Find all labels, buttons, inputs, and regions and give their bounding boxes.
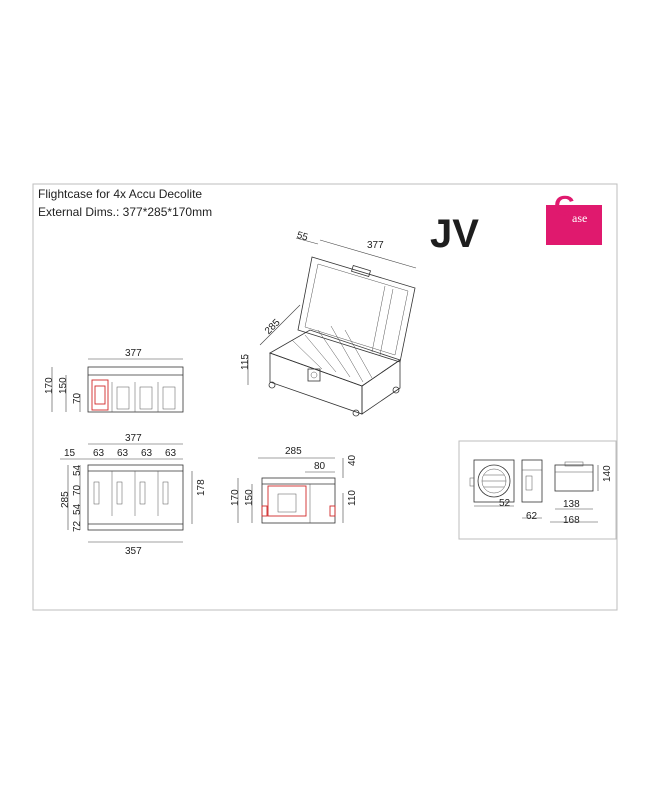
title-line-1: Flightcase for 4x Accu Decolite [38,187,202,201]
title-line-2: External Dims.: 377*285*170mm [38,205,212,219]
detail-dim-62: 62 [526,511,538,522]
top-dim-178: 178 [196,479,207,496]
side-dim-110: 110 [347,490,358,506]
side-dim-150: 150 [244,489,255,506]
detail-dim-140: 140 [602,465,613,482]
front-dim-150: 150 [58,377,69,394]
logo-magenta-block [546,205,602,245]
iso-dim-115: 115 [240,354,251,370]
logo-case-text: ase [572,211,587,225]
top-view: 377 15 63 63 63 63 285 72 54 70 54 178 3… [60,433,207,557]
iso-dim-377: 377 [367,240,384,251]
top-dim-70: 70 [72,484,83,496]
top-dim-63-a: 63 [93,448,105,459]
isometric-view: 55 377 285 115 [240,230,417,417]
top-dim-54-b: 54 [72,464,83,476]
top-dim-63-b: 63 [117,448,129,459]
front-dim-377: 377 [125,348,142,359]
detail-view: 52 62 138 168 140 [458,440,617,540]
detail-dim-138: 138 [563,499,580,510]
front-dim-170: 170 [44,377,55,394]
side-dim-170: 170 [230,489,241,506]
top-dim-63-c: 63 [141,448,153,459]
front-dim-70: 70 [72,392,83,404]
side-view: 285 80 170 150 40 110 [230,446,358,524]
top-dim-357: 357 [125,546,142,557]
top-dim-15: 15 [64,448,76,459]
logo-g-letter: G [554,190,576,221]
top-dim-72: 72 [72,520,83,532]
iso-dim-55: 55 [295,230,309,244]
top-dim-54-a: 54 [72,503,83,515]
detail-dim-168: 168 [563,515,580,526]
logo-jv-text: JV [430,212,479,256]
side-dim-40: 40 [347,454,358,466]
top-dim-377: 377 [125,433,142,444]
detail-box [458,440,617,540]
side-dim-80: 80 [314,461,326,472]
side-dim-285: 285 [285,446,302,457]
iso-dim-285: 285 [263,317,283,337]
top-dim-63-d: 63 [165,448,177,459]
drawing-frame [32,183,618,611]
jv-case-logo: JV G ase [430,190,602,256]
front-view: 377 170 150 70 [44,348,184,413]
detail-dim-52: 52 [499,498,511,509]
top-dim-285: 285 [60,491,71,508]
